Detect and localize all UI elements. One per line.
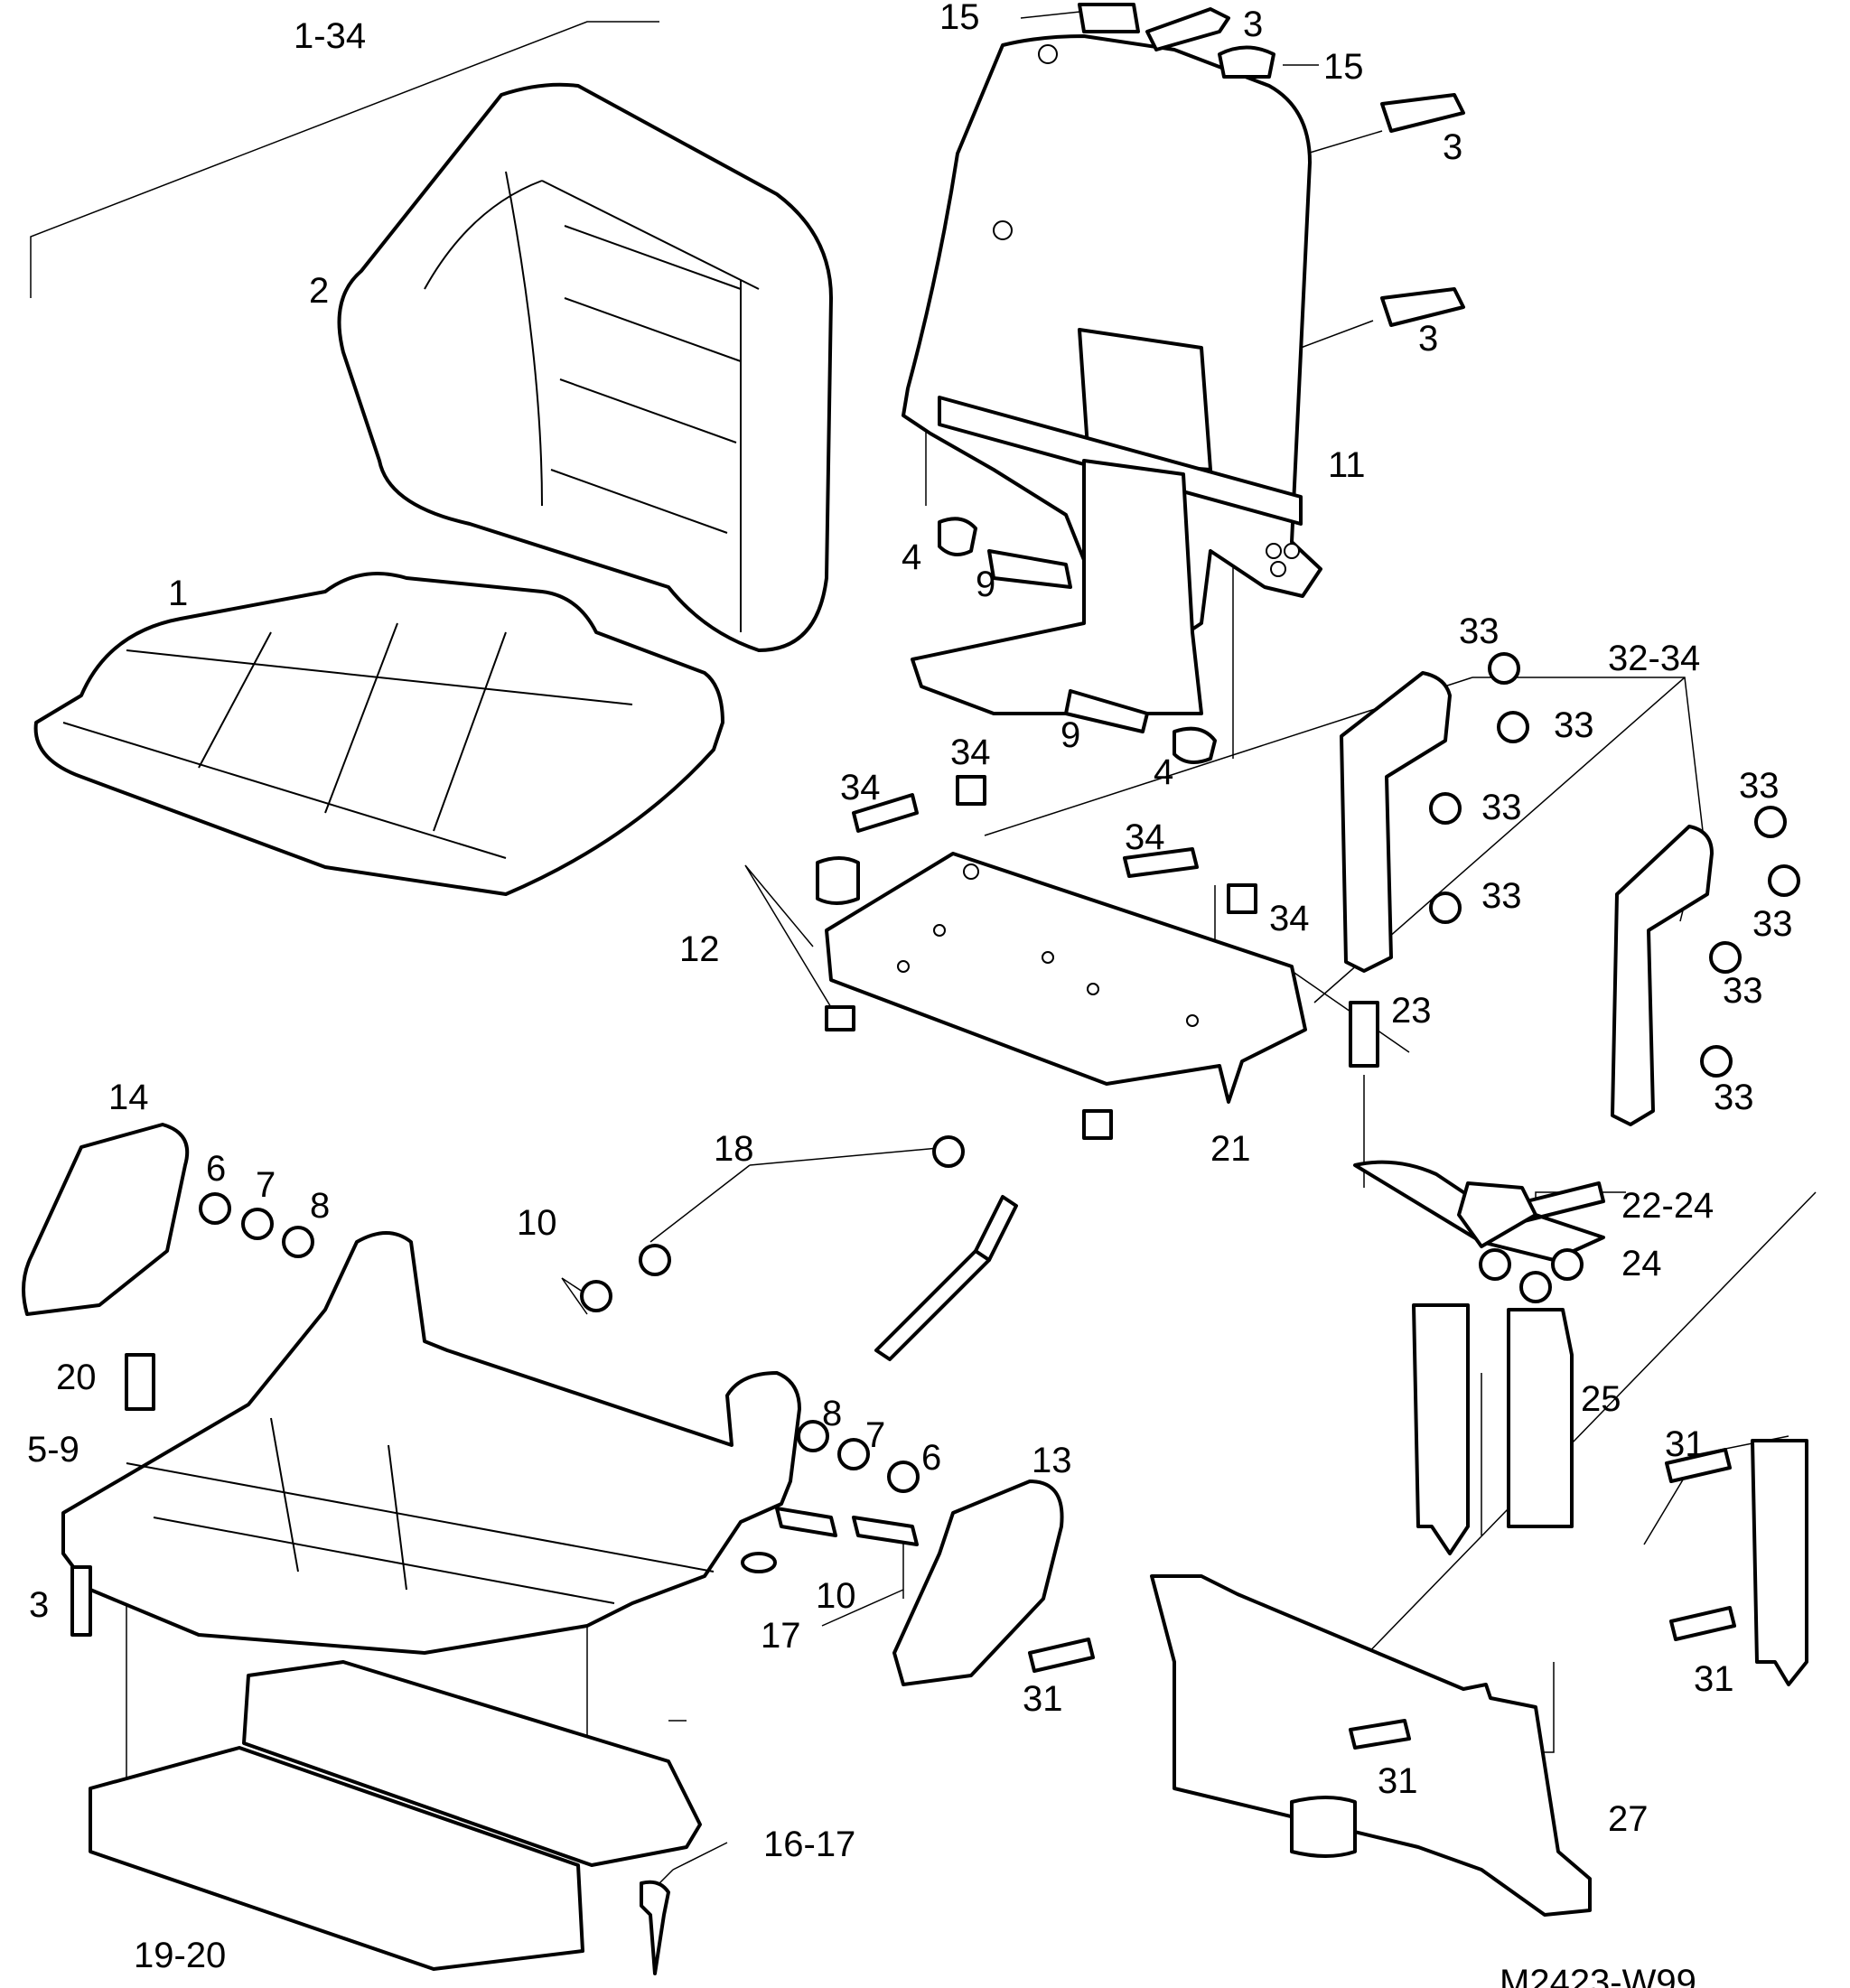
callout-label: 12 <box>679 929 720 969</box>
callout-label: 34 <box>840 768 881 807</box>
callout-label: 34 <box>1125 817 1165 857</box>
plate-16 <box>242 1660 702 1867</box>
callout-label: 33 <box>1481 788 1522 827</box>
callout-label: 18 <box>714 1129 754 1169</box>
callout-label: 9 <box>1060 715 1080 755</box>
callout-label: 8 <box>822 1394 842 1433</box>
seat-frame <box>61 1231 801 1655</box>
callout-label: 34 <box>950 733 991 772</box>
buffers <box>816 856 1113 1140</box>
callout-label: 20 <box>56 1358 97 1397</box>
callout-label: 33 <box>1459 611 1500 651</box>
callout-label: 11 <box>1328 445 1366 485</box>
callout-label: 8 <box>310 1186 330 1226</box>
callout-label: 32-34 <box>1608 639 1700 678</box>
callout-label: 19-20 <box>134 1936 226 1975</box>
bracket-right <box>1611 825 1714 1126</box>
washers-right <box>797 1420 920 1493</box>
swivel-base <box>1353 1160 1605 1303</box>
side-cover-13 <box>892 1479 1064 1686</box>
callout-label: 3 <box>1243 5 1263 44</box>
callout-label: 24 <box>1621 1244 1662 1283</box>
side-cover-14 <box>22 1123 190 1316</box>
callout-label: 33 <box>1723 971 1763 1011</box>
callout-label: 16-17 <box>763 1825 855 1864</box>
seat-cushion <box>33 572 724 896</box>
callout-label: 22-24 <box>1621 1186 1714 1226</box>
callout-label: 31 <box>1378 1761 1418 1801</box>
callout-label: 3 <box>1418 319 1438 359</box>
callout-label: 1 <box>168 574 188 613</box>
callout-label: 3 <box>29 1585 49 1625</box>
bolts-10-20-3 <box>70 1353 919 1637</box>
bracket-left <box>1340 671 1452 973</box>
drawing-code: M2423-W99 <box>1500 1963 1696 1988</box>
callout-label: 3 <box>1443 127 1462 167</box>
bolts-31 <box>1028 1448 1736 1750</box>
callout-label: 14 <box>108 1078 149 1117</box>
seat-mounting-plate <box>825 852 1307 1104</box>
callout-label: 33 <box>1752 904 1793 944</box>
callout-label: 27 <box>1608 1799 1649 1839</box>
callout-label: 31 <box>1023 1679 1063 1719</box>
gas-strut-18 <box>580 1135 1018 1361</box>
callout-label: 6 <box>921 1438 941 1478</box>
callout-label: 33 <box>1554 705 1594 745</box>
gas-spring-25 <box>1507 1308 1574 1528</box>
callout-labels: 1-34 2 1 15 3 15 3 3 11 4 9 9 4 33 32-34… <box>27 0 1793 1975</box>
rivet-17 <box>640 1880 670 1975</box>
callout-label: 4 <box>1154 752 1173 792</box>
callout-label: 9 <box>976 565 995 604</box>
backrest-cushion <box>337 82 833 652</box>
callout-label: 34 <box>1269 899 1310 938</box>
callout-label: 6 <box>206 1149 226 1189</box>
callout-label: 5-9 <box>27 1430 79 1470</box>
callout-label: 33 <box>1714 1078 1754 1117</box>
callout-label: 31 <box>1694 1659 1734 1699</box>
callout-label: 4 <box>902 537 921 577</box>
backrest-frame <box>902 34 1322 715</box>
callout-label: 21 <box>1210 1129 1251 1169</box>
nuts-33 <box>1429 652 1800 1078</box>
callout-label: 10 <box>816 1576 856 1616</box>
callout-label: 31 <box>1665 1424 1705 1464</box>
bolts-34-23 <box>852 775 1379 1068</box>
callout-label: 2 <box>309 271 329 311</box>
callout-label: 15 <box>939 0 980 37</box>
callout-label: 7 <box>256 1165 276 1205</box>
callout-label: 17 <box>761 1616 801 1656</box>
callout-label: 25 <box>1581 1379 1621 1419</box>
callout-label: 15 <box>1323 47 1364 87</box>
rail-left <box>1412 1303 1470 1555</box>
washers-left <box>199 1192 314 1258</box>
rail-right <box>1751 1439 1808 1686</box>
callout-label: 7 <box>865 1415 885 1455</box>
plate-19 <box>89 1746 584 1971</box>
callout-label: 33 <box>1481 876 1522 916</box>
backrest-hardware <box>938 3 1465 764</box>
callout-label: 13 <box>1032 1441 1072 1480</box>
callout-label: 33 <box>1739 766 1780 806</box>
callout-label: 23 <box>1391 991 1432 1031</box>
callout-label: 1-34 <box>294 16 366 56</box>
callout-label: 10 <box>517 1203 557 1243</box>
